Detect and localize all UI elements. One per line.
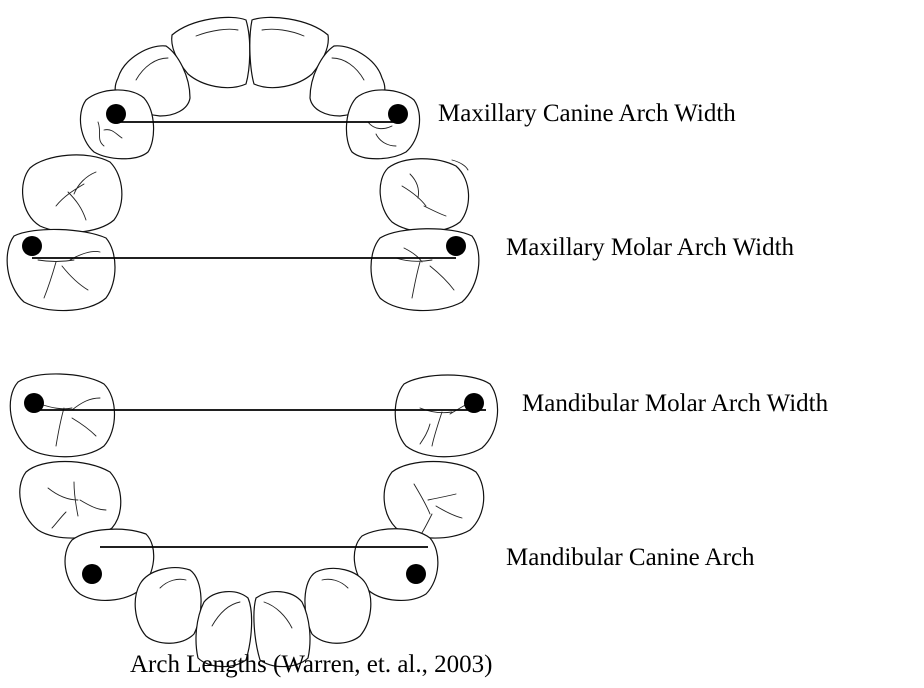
figure-caption: Arch Lengths (Warren, et. al., 2003) — [130, 651, 493, 678]
mandibular-arch — [9, 373, 499, 668]
maxillary-left-canine — [79, 89, 155, 160]
mandibular-right-central-incisor — [253, 591, 311, 668]
mandibular-left-canine-point — [82, 564, 102, 584]
label-mandibular-molar-arch-width: Mandibular Molar Arch Width — [522, 390, 829, 417]
maxillary-right-canine-point — [388, 104, 408, 124]
maxillary-right-central-incisor — [249, 16, 329, 89]
label-maxillary-molar-arch-width: Maxillary Molar Arch Width — [506, 234, 795, 261]
label-maxillary-canine-arch-width: Maxillary Canine Arch Width — [438, 100, 736, 127]
mandibular-left-lateral-incisor — [134, 567, 202, 644]
mandibular-left-central-incisor — [195, 591, 253, 668]
maxillary-left-premolar — [22, 154, 123, 233]
mandibular-right-molar-point — [464, 393, 484, 413]
label-mandibular-canine-arch: Mandibular Canine Arch — [506, 544, 755, 571]
mandibular-right-canine-point — [406, 564, 426, 584]
mandibular-right-premolar — [383, 460, 485, 539]
maxillary-right-canine — [345, 89, 421, 160]
mandibular-right-lateral-incisor — [304, 567, 372, 644]
maxillary-right-molar-point — [446, 236, 466, 256]
maxillary-left-molar-point — [22, 236, 42, 256]
mandibular-right-molar — [394, 374, 499, 458]
maxillary-arch — [6, 16, 480, 312]
maxillary-left-canine-point — [106, 104, 126, 124]
maxillary-right-premolar — [379, 158, 470, 233]
mandibular-left-premolar — [19, 460, 122, 539]
mandibular-left-molar-point — [24, 393, 44, 413]
